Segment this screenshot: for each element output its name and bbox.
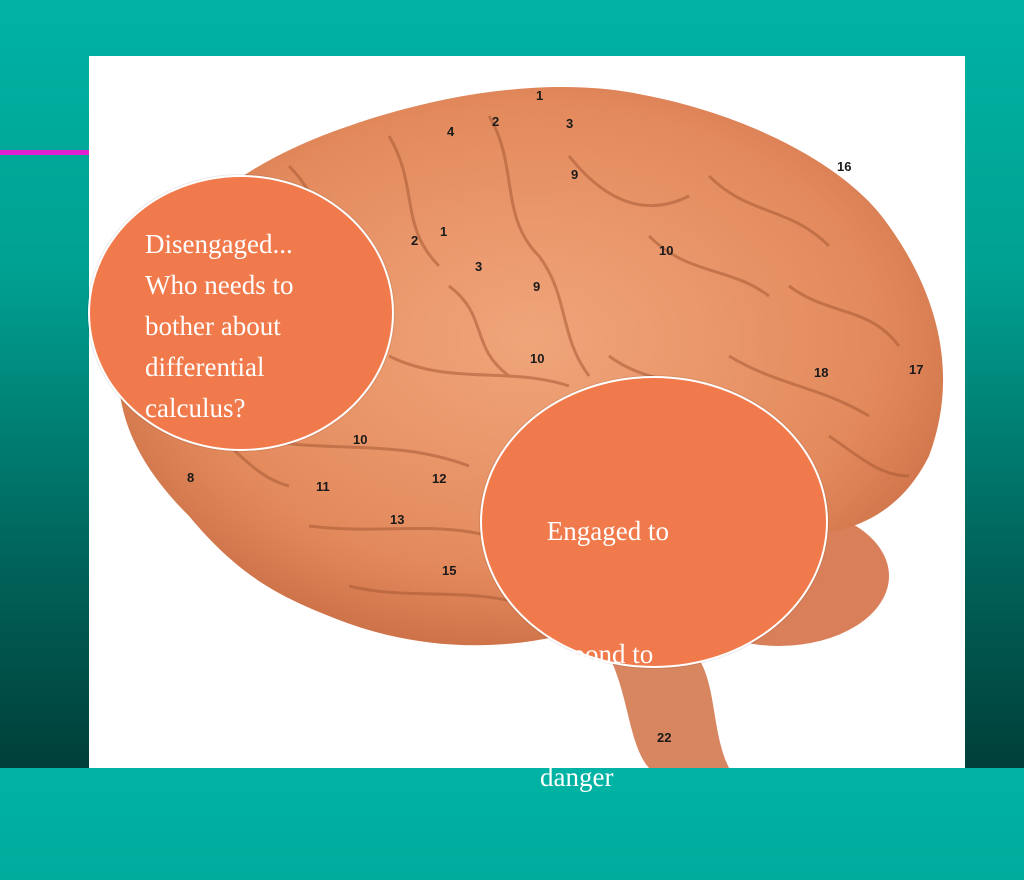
brain-label: 11 [316, 479, 330, 494]
callout-engaged: Engaged to respond to danger [480, 376, 828, 792]
callout-line: respond to [540, 639, 654, 669]
brain-label: 15 [442, 563, 457, 578]
brain-label: 13 [390, 512, 405, 527]
brain-label: 9 [533, 279, 541, 294]
callout-disengaged-text: Disengaged... Who needs to bother about … [145, 224, 293, 429]
callout-engaged-text: Engaged to respond to danger [540, 429, 669, 880]
callout-line: danger [540, 762, 614, 792]
brain-label: 12 [432, 471, 447, 486]
brain-label: 1 [536, 88, 544, 103]
accent-line [0, 150, 92, 155]
brain-label: 1 [440, 224, 448, 239]
callout-disengaged: Disengaged... Who needs to bother about … [88, 175, 394, 451]
callout-line: Engaged to [540, 516, 669, 546]
brain-label: 18 [814, 365, 829, 380]
brain-label: 4 [447, 124, 455, 139]
callout-line: Disengaged... [145, 229, 293, 259]
brainstem-shape [609, 646, 729, 768]
callout-line: differential [145, 352, 265, 382]
callout-line: calculus? [145, 393, 246, 423]
brain-label: 3 [475, 259, 483, 274]
brain-label: 10 [659, 243, 674, 258]
brain-label: 2 [411, 233, 419, 248]
brain-label: 8 [187, 470, 195, 485]
callout-line: bother about [145, 311, 281, 341]
brain-label: 17 [909, 362, 924, 377]
callout-line: Who needs to [145, 270, 294, 300]
brain-label: 2 [492, 114, 500, 129]
brain-label: 22 [657, 730, 672, 745]
brain-label: 16 [837, 159, 852, 174]
brain-label: 10 [353, 432, 368, 447]
gyri-lines [188, 115, 910, 608]
brain-label: 9 [571, 167, 579, 182]
brain-label: 10 [530, 351, 545, 366]
brain-label: 3 [566, 116, 574, 131]
